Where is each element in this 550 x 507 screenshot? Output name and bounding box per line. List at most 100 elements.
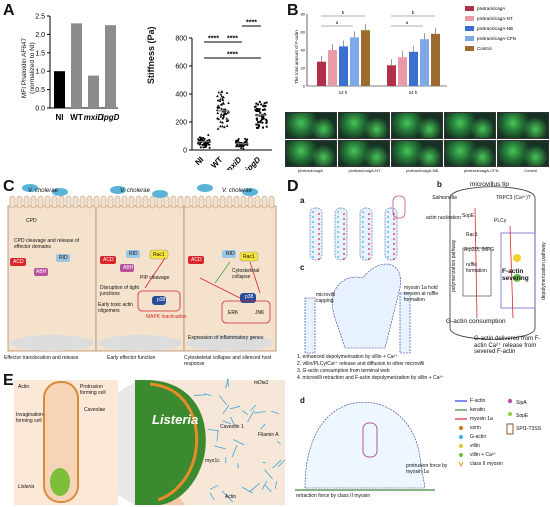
e-actin-filament [260, 423, 266, 430]
e-actin-filament [250, 404, 257, 411]
a-sc-point [217, 90, 221, 94]
e-actin-filament [261, 480, 268, 490]
legend-keratin: keratin [470, 407, 486, 413]
b-ytick-label: 40 [301, 48, 306, 53]
c-microvillus [233, 195, 240, 209]
legend-villin: villin [470, 443, 480, 449]
c-abh-2: ABH [123, 265, 134, 271]
panel-c-diagram [7, 184, 277, 352]
c-microvillus [51, 195, 58, 209]
a-sc-point [255, 102, 258, 105]
a-sc-ytick-label: 400 [175, 92, 187, 99]
a-sc-point [216, 104, 220, 107]
d-a-myosin [318, 218, 320, 220]
a-sc-point [201, 144, 204, 147]
b-bar [409, 51, 418, 86]
d-a-gactin [312, 251, 314, 253]
d-a-gactin [387, 216, 389, 218]
c-bacterium [22, 184, 38, 192]
panel-a-scatter-ylabel: Stiffness (Pa) [146, 26, 156, 84]
a-sc-point [225, 117, 229, 120]
a-sc-point [265, 101, 268, 104]
a-sc-point [197, 138, 200, 141]
c-microvillus [254, 195, 261, 209]
d-a-myosin [343, 228, 345, 230]
c-microvillus [163, 195, 170, 209]
d-a-gactin [312, 246, 314, 248]
a-sc-point [257, 108, 260, 111]
d-a-myosin [343, 243, 345, 245]
c-species-1: V. cholerae [28, 188, 58, 194]
b-micro-tile [391, 140, 443, 167]
c-microvillus [142, 195, 149, 209]
a-sc-point [235, 141, 238, 144]
d-a-myosin [368, 238, 370, 240]
a-sc-point [219, 124, 222, 128]
d-a-myosin [393, 258, 395, 260]
c-microvillus [240, 195, 247, 209]
a-sc-point [208, 138, 211, 141]
a-sc-point [258, 108, 261, 111]
c-cpd-cleavage: CPD cleavage and release of effector dom… [14, 238, 80, 250]
a-sc-point [219, 92, 223, 96]
d-a-gactin [337, 231, 339, 233]
a-sc-point [224, 112, 228, 116]
a-sc-point [265, 118, 268, 121]
a-sc-point [222, 101, 225, 104]
a-sc-point [197, 142, 200, 145]
a-sc-point [221, 121, 224, 124]
d-a-myosin [343, 223, 345, 225]
c-rac1-1: Rac1 [153, 252, 165, 258]
e-actin-filament [247, 410, 255, 423]
e-actin2: Actin [225, 494, 237, 500]
a-sc-point [216, 111, 220, 114]
e-caveolae: Caveolae [84, 407, 106, 413]
d-step-4: 4. microvilli retraction and F-actin dep… [297, 375, 444, 381]
a-bar-cat-label: NI [56, 113, 64, 122]
legend-class2: class II myosin [470, 461, 503, 467]
a-bar-ipgD [105, 25, 116, 109]
d-a-gactin [387, 236, 389, 238]
c-microvillus [268, 195, 275, 209]
d-legend: F-actin keratin myosin 1a ezrin G-actin … [470, 397, 503, 469]
b-legend-swatch [465, 26, 474, 31]
a-sc-point [261, 117, 264, 120]
a-sc-sig-label: **** [208, 36, 219, 43]
c-species-2: V. cholerae [120, 188, 150, 194]
c-bacterium [152, 190, 168, 198]
a-sc-point [263, 108, 266, 111]
d-a-gactin [312, 241, 314, 243]
d-a-gactin [337, 256, 339, 258]
e-actin-filament [204, 393, 212, 396]
legend-sipa: SipA [516, 400, 527, 406]
d-a-myosin [393, 233, 395, 235]
d-a-gactin [312, 226, 314, 228]
c-microvillus [149, 195, 156, 209]
c-microvillus [72, 195, 79, 209]
panel-c-label: C [3, 178, 15, 195]
d-a-gactin [337, 236, 339, 238]
b-micro-label: Control [524, 168, 538, 173]
a-sc-point [242, 148, 245, 151]
d-actin-nuc: actin nucleation [426, 215, 461, 221]
legend-myosin: myosin 1a [470, 416, 493, 422]
a-sc-point [220, 103, 224, 106]
b-legend-swatch [465, 16, 474, 21]
d-trpc3: TRPC3 (Ca²⁺)? [496, 195, 531, 201]
ylabel-line1: MFI Phaloidin AF647 [21, 37, 28, 99]
a-bar-WT [71, 23, 82, 108]
d-a-gactin [362, 211, 364, 213]
c-microvillus [191, 195, 198, 209]
a-sc-point [255, 126, 258, 129]
a-sc-cat-label: ipgD [243, 155, 262, 170]
b-micro-label: pIvitrack/cagA-CFN [463, 168, 499, 173]
e-cav1: Caveolin 1 [220, 424, 244, 430]
a-sc-ytick-label: 600 [175, 64, 187, 71]
d-tip: microvillus tip [470, 181, 510, 188]
a-sc-point [238, 144, 241, 147]
d-a-myosin [393, 238, 395, 240]
d-a-gactin [387, 221, 389, 223]
a-sc-point [220, 95, 224, 98]
b-micro-label: pIvitrack/cagA-NT [348, 168, 381, 173]
